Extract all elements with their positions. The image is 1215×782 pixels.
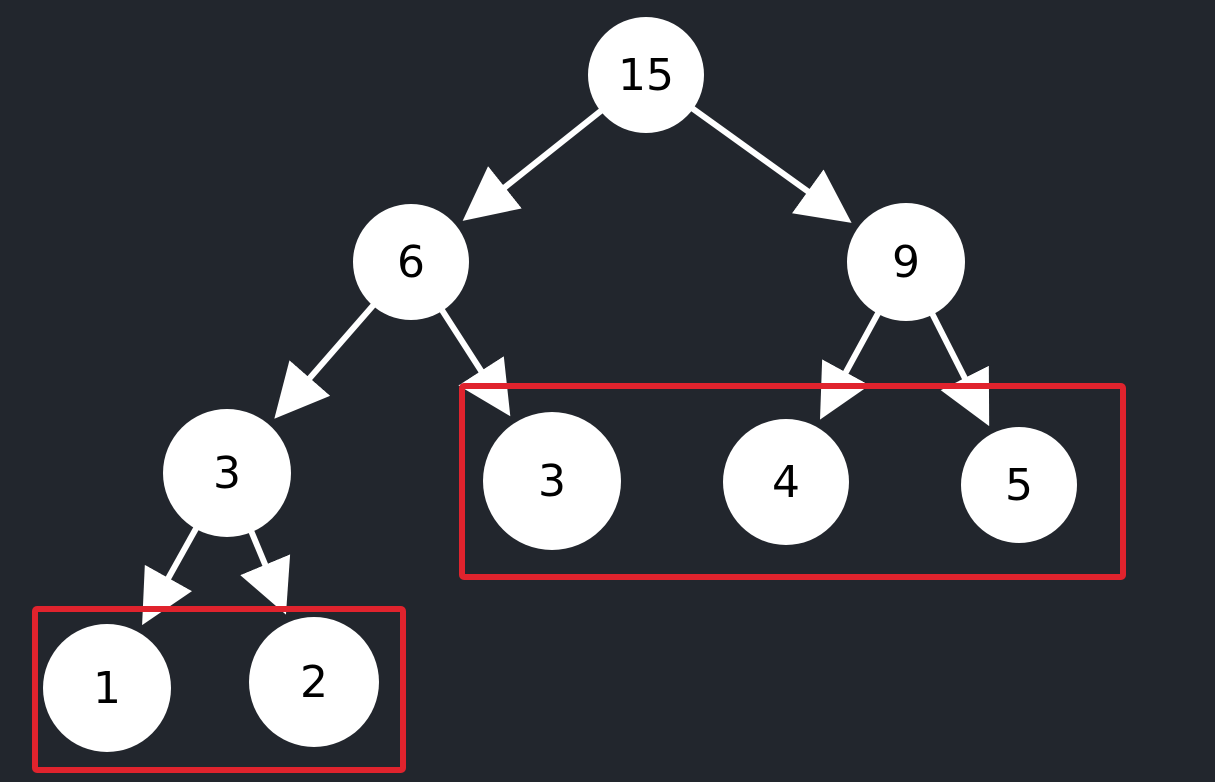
node-label: 15 bbox=[618, 50, 674, 101]
edge-n6-n3a bbox=[274, 300, 378, 419]
edge-n6-n3b bbox=[437, 305, 511, 417]
node-label: 6 bbox=[397, 237, 425, 288]
node-label: 5 bbox=[1005, 460, 1033, 511]
edge-n9-n5 bbox=[928, 309, 990, 427]
node-circle bbox=[353, 204, 469, 320]
leaf-group-right-box bbox=[459, 383, 1126, 580]
tree-node-n3b: 3 bbox=[483, 412, 621, 550]
edge-n15-n6 bbox=[462, 106, 606, 221]
node-label: 3 bbox=[538, 456, 566, 507]
leaf-group-left-box bbox=[32, 606, 406, 773]
tree-node-n6: 6 bbox=[353, 204, 469, 320]
nodes-layer: 15 6 9 3 3 4 5 1 2 bbox=[43, 17, 1077, 752]
highlight-layer bbox=[32, 383, 1126, 773]
node-circle bbox=[163, 409, 291, 537]
node-circle bbox=[961, 427, 1077, 543]
node-label: 4 bbox=[772, 457, 800, 508]
node-label: 9 bbox=[892, 237, 920, 288]
node-label: 2 bbox=[300, 657, 328, 708]
node-circle bbox=[847, 203, 965, 321]
node-circle bbox=[483, 412, 621, 550]
tree-node-n5: 5 bbox=[961, 427, 1077, 543]
node-circle bbox=[588, 17, 704, 133]
tree-node-n1: 1 bbox=[43, 624, 171, 752]
edges-layer bbox=[142, 104, 990, 626]
node-circle bbox=[723, 419, 849, 545]
edge-n3a-n1 bbox=[142, 523, 201, 626]
edge-n9-n4 bbox=[819, 308, 883, 420]
tree-node-n15: 15 bbox=[588, 17, 704, 133]
node-label: 1 bbox=[93, 663, 121, 714]
edge-n3a-n2 bbox=[240, 527, 291, 615]
tree-node-n4: 4 bbox=[723, 419, 849, 545]
node-circle bbox=[43, 624, 171, 752]
tree-node-n2: 2 bbox=[249, 617, 379, 747]
node-label: 3 bbox=[213, 448, 241, 499]
edge-n15-n9 bbox=[688, 104, 852, 223]
node-circle bbox=[249, 617, 379, 747]
tree-node-n9: 9 bbox=[847, 203, 965, 321]
tree-node-n3a: 3 bbox=[163, 409, 291, 537]
